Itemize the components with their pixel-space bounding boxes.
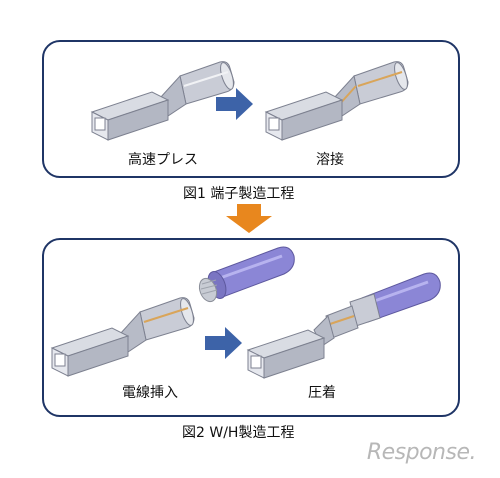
- step-label-crimping: 圧着: [308, 385, 336, 401]
- process-arrow-icon: [216, 88, 253, 120]
- figure2-caption: 図2 W/H製造工程: [182, 425, 295, 441]
- step-label-wire-insertion: 電線挿入: [122, 385, 178, 401]
- step-label-welding: 溶接: [316, 152, 344, 168]
- down-arrow-icon: [226, 204, 272, 233]
- terminal-crimped-image: [246, 272, 441, 379]
- process-arrow-icon-2: [205, 327, 242, 359]
- wire-image: [198, 246, 295, 303]
- terminal-before-crimp-image: [50, 297, 195, 377]
- response-watermark: Response.: [366, 440, 477, 465]
- figure1-caption: 図1 端子製造工程: [183, 186, 295, 202]
- terminal-welded-image: [264, 61, 409, 141]
- terminal-pressed-image: [90, 61, 235, 141]
- step-label-high-speed-press: 高速プレス: [128, 152, 198, 168]
